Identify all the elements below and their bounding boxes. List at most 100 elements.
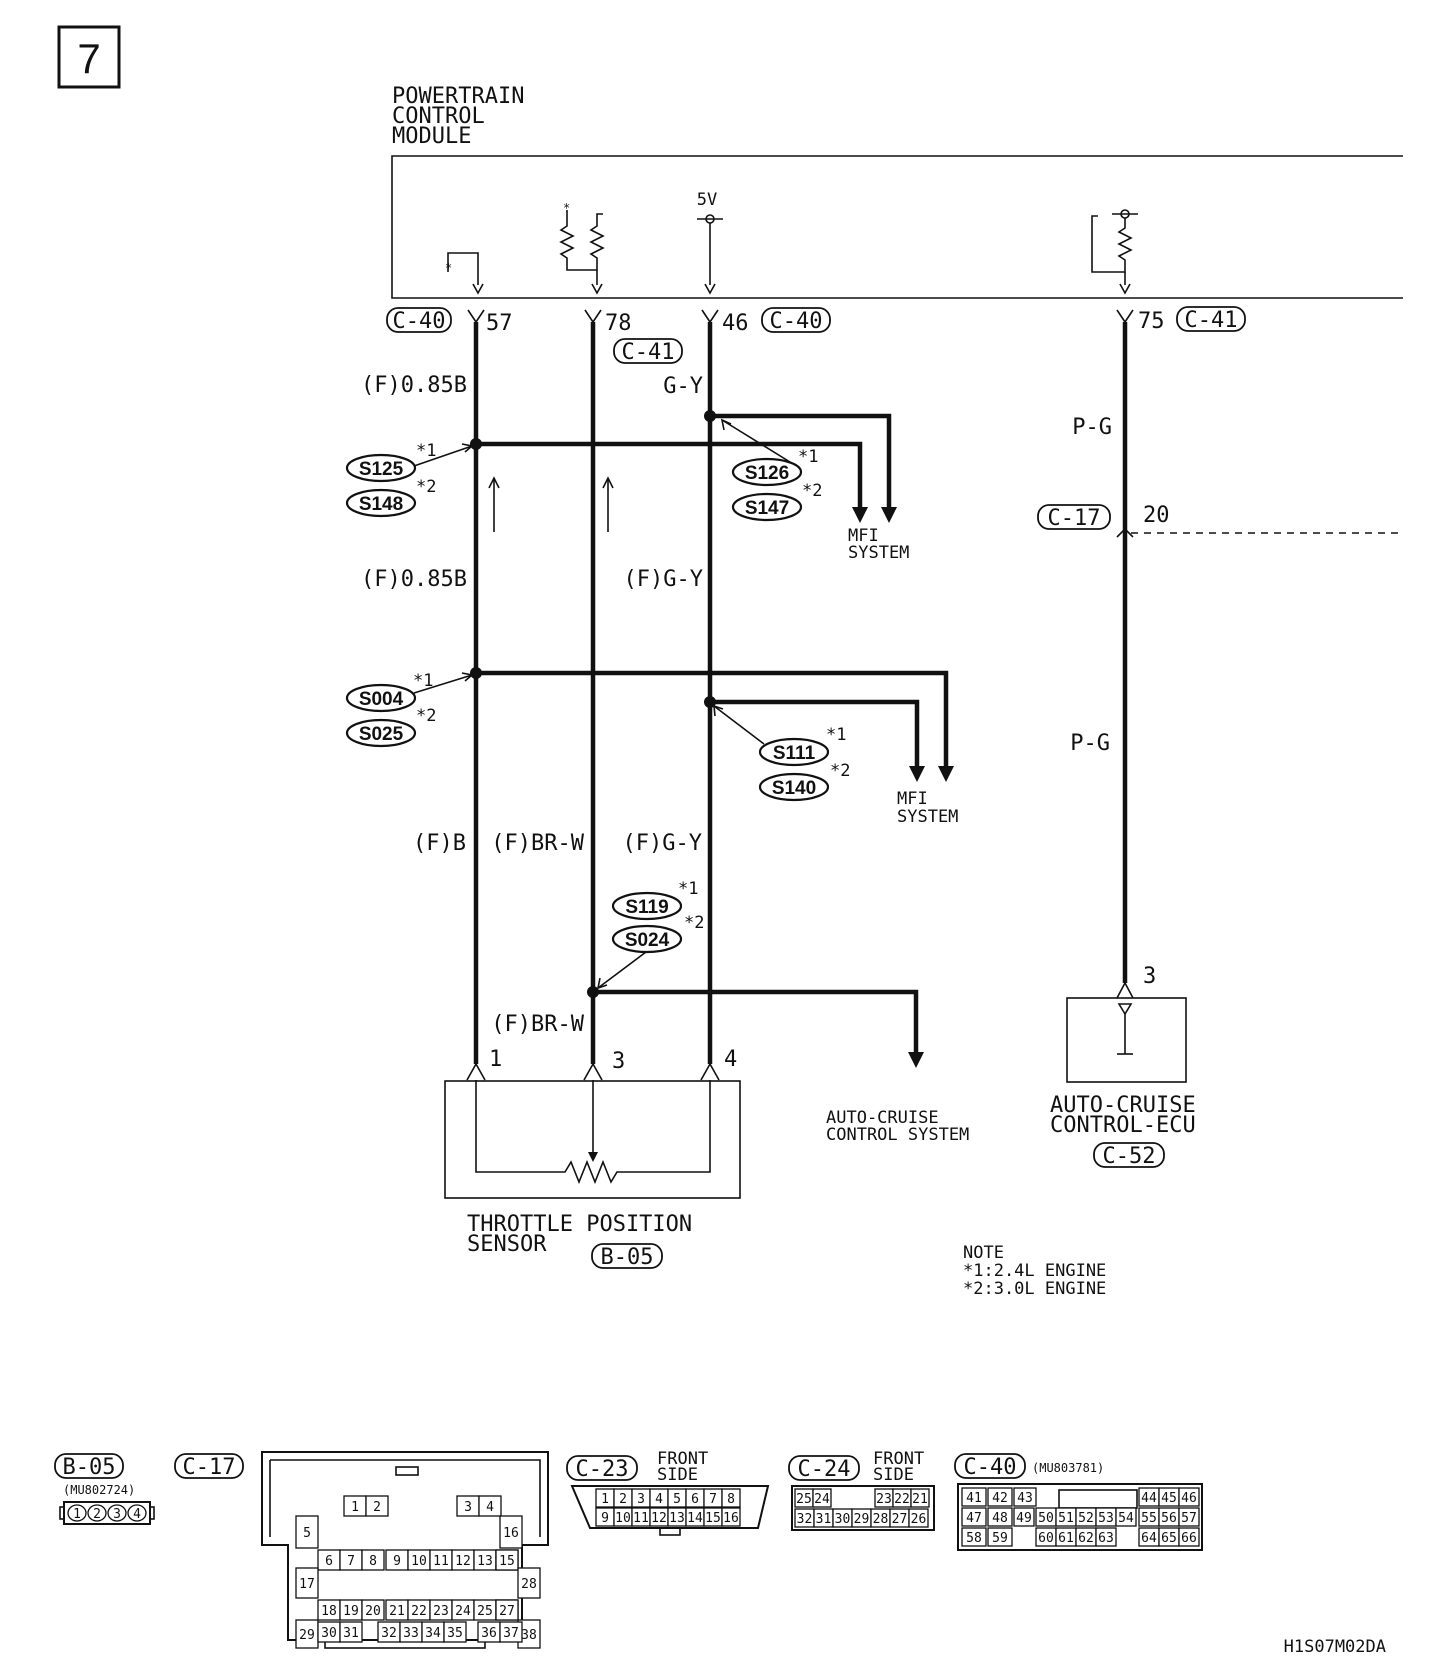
pin-label: 16	[723, 1511, 739, 1526]
wire-label-w1-mid: (F)0.85B	[361, 567, 467, 592]
svg-text:CONTROL: CONTROL	[392, 104, 485, 129]
pin-cell	[495, 1549, 519, 1571]
svg-text:B-05: B-05	[601, 1245, 654, 1270]
wire-pin57	[467, 309, 485, 1064]
svg-text:S025: S025	[359, 724, 404, 745]
mark-s119: *1	[678, 879, 698, 899]
pin-label: 19	[343, 1604, 359, 1619]
pin-label: 55	[1141, 1511, 1157, 1526]
mark-s148: *2	[416, 477, 436, 497]
pin-label: 23	[876, 1492, 892, 1507]
svg-text:*2:3.0L ENGINE: *2:3.0L ENGINE	[963, 1279, 1106, 1299]
mark-s126: *1	[798, 447, 818, 467]
pin-label: 6	[691, 1492, 699, 1507]
svg-text:S147: S147	[745, 498, 789, 519]
pin-label: 32	[381, 1626, 397, 1641]
pin-label: 4	[486, 1500, 494, 1515]
pin-label: 32	[797, 1512, 813, 1527]
svg-text:S126: S126	[745, 463, 789, 484]
pin-label: 35	[447, 1626, 463, 1641]
pin-label: 41	[966, 1491, 982, 1506]
pin-label: 27	[499, 1604, 515, 1619]
pin-label: 15	[705, 1511, 721, 1526]
pin-label: 46	[1181, 1491, 1197, 1506]
pin-label: 14	[687, 1511, 703, 1526]
pin-label: 10	[411, 1554, 427, 1569]
pin-label: 2	[93, 1507, 101, 1522]
pin-label: 26	[911, 1512, 927, 1527]
branch-mfi-1	[470, 410, 897, 523]
splice-s111: S111	[758, 737, 830, 767]
wire-pin75	[1116, 309, 1134, 983]
svg-text:C-24: C-24	[798, 1457, 851, 1482]
pin-label: 30	[835, 1512, 851, 1527]
pin-cell	[87, 1504, 107, 1522]
pin-label: 1	[351, 1500, 359, 1515]
wire-label-w2-bot: (F)BR-W	[491, 1012, 584, 1037]
svg-text:5V: 5V	[697, 190, 717, 210]
pin-label: 57	[1181, 1511, 1197, 1526]
pin-cell	[295, 1567, 319, 1599]
svg-text:1: 1	[489, 1047, 502, 1072]
wire-pin78	[584, 309, 602, 1064]
svg-text:FRONT: FRONT	[873, 1449, 924, 1469]
pin-label: 28	[873, 1512, 889, 1527]
pin-75: 75 C-41	[1138, 306, 1246, 334]
wire-pin46	[701, 309, 719, 1064]
ecu-title: AUTO-CRUISE CONTROL-ECU C-52	[1050, 1093, 1196, 1169]
pin-label: 18	[321, 1604, 337, 1619]
pin-label: 44	[1141, 1491, 1157, 1506]
pin-label: 61	[1058, 1531, 1074, 1546]
pin-label: 29	[854, 1512, 870, 1527]
svg-text:POWERTRAIN: POWERTRAIN	[392, 84, 524, 109]
pin-label: 8	[727, 1492, 735, 1507]
pin-label: 47	[966, 1511, 982, 1526]
engine-note: NOTE *1:2.4L ENGINE *2:3.0L ENGINE	[963, 1243, 1106, 1299]
pin-label: 7	[347, 1554, 355, 1569]
svg-text:C-52: C-52	[1103, 1144, 1156, 1169]
svg-text:*: *	[563, 201, 570, 215]
pcm-ground-circuit: *	[445, 252, 484, 295]
flow-arrow-center	[602, 476, 614, 532]
pin-label: 4	[133, 1507, 141, 1522]
pin-cell	[127, 1504, 147, 1522]
pin-label: 9	[393, 1554, 401, 1569]
ecu-box: 3	[1066, 964, 1187, 1083]
wire-label-w1-low: (F)B	[413, 831, 466, 856]
svg-text:CONTROL-ECU: CONTROL-ECU	[1050, 1113, 1196, 1138]
svg-text:C-41: C-41	[1185, 308, 1238, 333]
wire-label-w3-top: G-Y	[663, 374, 703, 399]
pin-cell	[365, 1495, 389, 1517]
svg-text:SIDE: SIDE	[657, 1465, 698, 1485]
svg-text:*: *	[445, 261, 452, 275]
pin-label: 50	[1038, 1511, 1054, 1526]
pin-label: 16	[503, 1526, 519, 1541]
mark-s004: *1	[413, 671, 433, 691]
pin-cell	[987, 1507, 1013, 1527]
svg-text:SYSTEM: SYSTEM	[897, 807, 958, 827]
svg-text:C-23: C-23	[576, 1457, 629, 1482]
pin-cell	[499, 1515, 523, 1549]
svg-text:MODULE: MODULE	[392, 124, 471, 149]
pin-cell	[478, 1495, 502, 1517]
page-number-box	[57, 25, 121, 89]
pin-label: 3	[464, 1500, 472, 1515]
pin-46: 46 C-40	[722, 307, 831, 336]
pin-cell	[1178, 1507, 1200, 1527]
svg-text:57: 57	[486, 311, 513, 336]
svg-text:C-17: C-17	[1048, 506, 1101, 531]
svg-text:C-41: C-41	[622, 340, 675, 365]
splice-s125: S125	[345, 453, 417, 483]
splice-s126: S126	[731, 457, 803, 487]
pin-label: 30	[321, 1626, 337, 1641]
pin-label: 59	[992, 1531, 1008, 1546]
wire-label-w4-lower: P-G	[1070, 731, 1110, 756]
mark-s140: *2	[830, 761, 850, 781]
pin-cell	[908, 1508, 929, 1528]
pin-cell	[443, 1621, 467, 1643]
svg-text:S125: S125	[359, 459, 404, 480]
svg-text:B-05: B-05	[63, 1455, 116, 1480]
pin-label: 42	[992, 1491, 1008, 1506]
